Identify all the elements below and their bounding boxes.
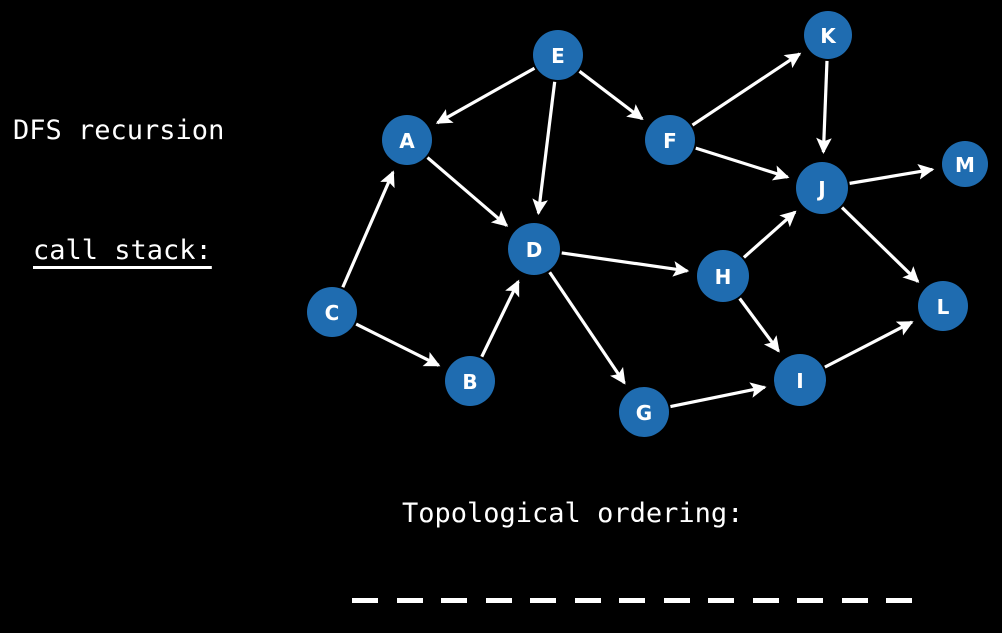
graph-edge-e-f bbox=[578, 70, 644, 121]
graph-edge-a-d bbox=[426, 156, 509, 227]
graph-node-e[interactable]: E bbox=[533, 30, 583, 80]
graph-edge-k-j bbox=[816, 60, 832, 154]
graph-node-i[interactable]: I bbox=[774, 354, 826, 406]
graph-edge-g-i bbox=[670, 382, 767, 409]
graph-edge-i-l bbox=[824, 320, 914, 369]
topological-slot bbox=[352, 598, 378, 603]
graph-edge-c-a bbox=[341, 170, 395, 288]
graph-edge-d-h bbox=[561, 251, 690, 277]
topological-slot bbox=[396, 598, 423, 603]
graph-node-g[interactable]: G bbox=[619, 387, 669, 437]
graph-edge-e-a bbox=[435, 66, 536, 125]
graph-node-l[interactable]: L bbox=[918, 281, 968, 331]
graph-edge-b-d bbox=[480, 279, 520, 358]
node-circle-j[interactable] bbox=[796, 162, 848, 214]
graph-edge-j-l bbox=[840, 206, 920, 283]
topological-slot bbox=[530, 598, 556, 603]
call-stack-heading-line2: call stack: bbox=[33, 235, 212, 266]
topological-slot bbox=[708, 598, 734, 603]
graph-node-a[interactable]: A bbox=[382, 115, 432, 165]
graph-edge-f-k bbox=[691, 52, 802, 127]
graph-node-d[interactable]: D bbox=[508, 223, 560, 275]
graph-node-h[interactable]: H bbox=[697, 250, 749, 302]
topological-slot bbox=[441, 598, 467, 603]
graph-edge-j-m bbox=[849, 164, 935, 185]
graph-node-k[interactable]: K bbox=[804, 11, 852, 59]
graph-edge-h-i bbox=[738, 297, 780, 353]
topological-slot bbox=[619, 598, 645, 603]
node-circle-b[interactable] bbox=[445, 356, 495, 406]
topological-slot bbox=[752, 598, 779, 603]
node-circle-k[interactable] bbox=[804, 11, 852, 59]
node-circle-i[interactable] bbox=[774, 354, 826, 406]
graph-node-f[interactable]: F bbox=[645, 115, 695, 165]
call-stack-heading: DFS recursion call stack: bbox=[13, 31, 224, 351]
topological-ordering-slots bbox=[352, 598, 912, 620]
node-circle-g[interactable] bbox=[619, 387, 669, 437]
node-circle-l[interactable] bbox=[918, 281, 968, 331]
graph-edge-c-b bbox=[355, 322, 441, 367]
node-circle-c[interactable] bbox=[307, 287, 357, 337]
topological-slot bbox=[841, 598, 868, 603]
topological-slot bbox=[886, 598, 912, 603]
node-circle-d[interactable] bbox=[508, 223, 560, 275]
graph-nodes: E K A F M J D H L C I B G bbox=[307, 11, 988, 437]
graph-edge-e-d bbox=[532, 81, 557, 216]
call-stack-heading-line1: DFS recursion bbox=[13, 115, 225, 146]
topological-slot bbox=[797, 598, 823, 603]
graph-node-m[interactable]: M bbox=[942, 141, 988, 187]
node-circle-m[interactable] bbox=[942, 141, 988, 187]
node-circle-e[interactable] bbox=[533, 30, 583, 80]
graph-node-c[interactable]: C bbox=[307, 287, 357, 337]
graph-edge-f-j bbox=[695, 146, 790, 181]
topological-slot bbox=[574, 598, 601, 603]
node-circle-f[interactable] bbox=[645, 115, 695, 165]
node-circle-h[interactable] bbox=[697, 250, 749, 302]
graph-node-b[interactable]: B bbox=[445, 356, 495, 406]
graph-edge-h-j bbox=[742, 210, 797, 259]
node-circle-a[interactable] bbox=[382, 115, 432, 165]
topological-slot bbox=[485, 598, 512, 603]
graph-edges bbox=[341, 52, 935, 409]
graph-node-j[interactable]: J bbox=[796, 162, 848, 214]
topological-ordering-heading: Topological ordering: bbox=[402, 498, 744, 529]
topological-slot bbox=[663, 598, 690, 603]
graph-edge-d-g bbox=[548, 271, 626, 385]
